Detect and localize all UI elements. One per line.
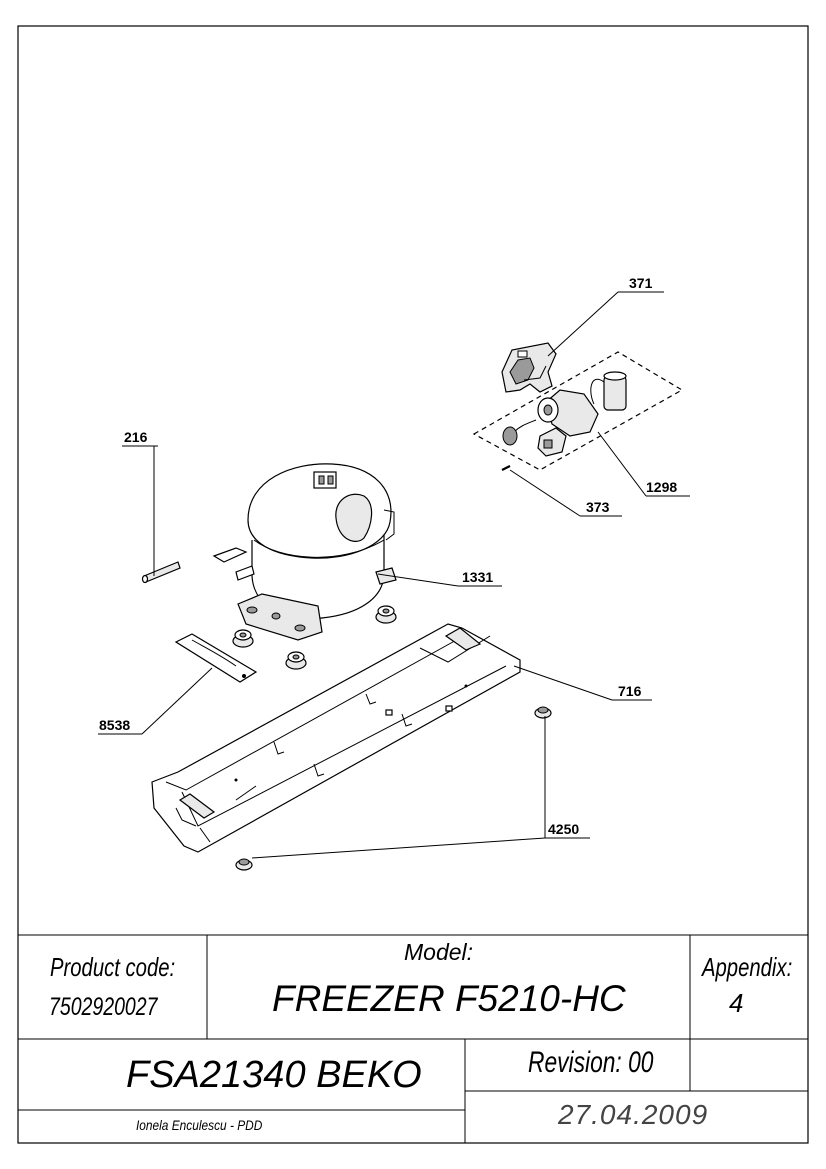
appendix-value: 4 xyxy=(729,988,744,1018)
model-label: Model: xyxy=(404,939,474,965)
drawing-date: 27.04.2009 xyxy=(558,1099,709,1130)
author-name: Ionela Enculescu - PDD xyxy=(136,1117,263,1133)
base-rails-part xyxy=(151,623,521,853)
bracket-plate-part xyxy=(174,633,258,683)
drawing-title: FSA21340 BEKO xyxy=(126,1054,422,1096)
product-code-label: Product code: xyxy=(50,952,176,982)
relay-kit-part xyxy=(472,351,684,471)
rubber-feet-part xyxy=(235,706,552,871)
callout-216: 216 xyxy=(124,429,148,445)
pipe-part xyxy=(141,561,181,584)
drawing-frame xyxy=(17,25,809,1144)
model-value: FREEZER F5210-HC xyxy=(272,978,626,1019)
callout-371: 371 xyxy=(629,275,653,291)
screw-part xyxy=(501,465,511,471)
product-code-value: 7502920027 xyxy=(49,993,158,1021)
callout-4250: 4250 xyxy=(548,821,579,837)
title-block-grid xyxy=(18,934,808,1143)
appendix-label: Appendix: xyxy=(702,952,793,982)
grommets-part xyxy=(232,605,397,670)
callout-716: 716 xyxy=(618,683,642,699)
callout-373: 373 xyxy=(586,499,610,515)
callout-8538: 8538 xyxy=(99,717,130,733)
kit-dashed-outline xyxy=(472,351,684,471)
revision-label: Revision: 00 xyxy=(528,1046,654,1079)
relay-cover-part xyxy=(501,342,557,393)
callout-1331: 1331 xyxy=(462,569,493,585)
compressor-part xyxy=(212,463,397,641)
leader-lines xyxy=(98,291,690,859)
callout-1298: 1298 xyxy=(646,479,677,495)
